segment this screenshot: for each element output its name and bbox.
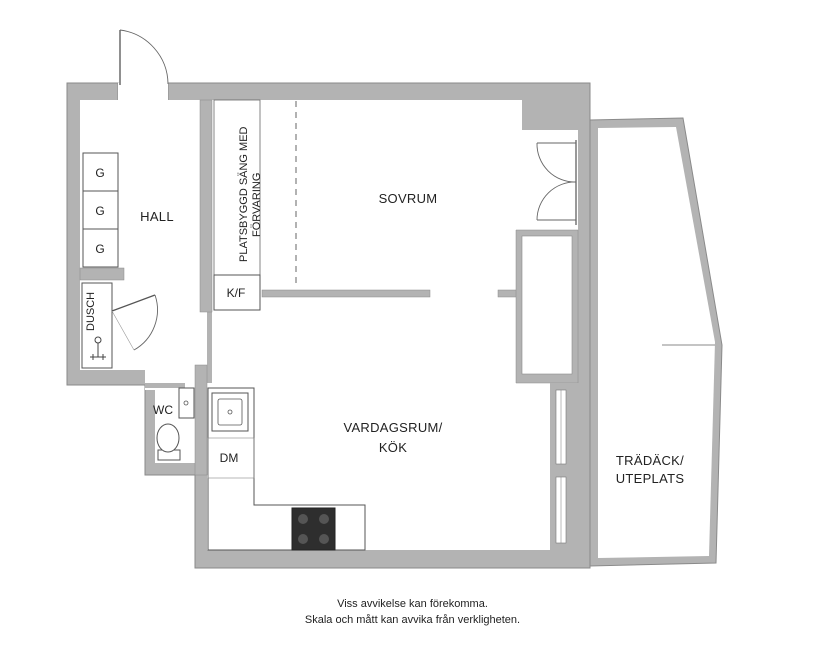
dm-label: DM [220,451,239,465]
toilet-icon [156,423,180,453]
wardrobes: G G G [82,152,119,268]
wardrobe-3[interactable] [82,228,119,268]
terrace-floor [598,127,715,558]
kitchen: DM [207,387,366,551]
wardrobe-2[interactable] [82,190,119,230]
shower-area [81,282,113,369]
vardagsrum-label-line2: KÖK [379,440,407,455]
partition-sovrum-left [261,289,431,298]
disclaimer-line-2: Skala och mått kan avvika från verklighe… [304,614,521,626]
wc-label: WC [153,403,173,417]
stove-burner-icon [298,514,308,524]
terrace-opening [620,292,666,334]
walls [66,82,591,569]
sovrum-label: SOVRUM [379,191,438,206]
wardrobe-label-2: G [95,204,104,218]
bed-label-line2: FÖRVARING [251,173,263,237]
shower: DUSCH [81,282,113,369]
partition-hall-sovrum [199,99,213,313]
stove-burner-icon [319,514,329,524]
hall-label: HALL [140,209,174,224]
built-in-bed: PLATSBYGGD SÄNG MED FÖRVARING K/F [213,99,297,311]
wardrobe-label-1: G [95,166,104,180]
disclaimer-line-1: Viss avvikelse kan förekomma. [337,598,488,610]
dishwasher [207,437,255,479]
wardrobe-label-3: G [95,242,104,256]
bathroom-door[interactable] [111,294,158,351]
wc-sink [178,387,195,419]
wc-sink-drain-icon [183,400,189,406]
tradack-label-line1: TRÄDÄCK/ [616,453,684,468]
partition-hall-dusch [79,267,125,281]
wc-fixtures: WC [153,387,195,461]
terrace [589,117,723,567]
tradack-label-line2: UTEPLATS [616,471,685,486]
shower-mixer-icon [90,343,106,360]
sovrum-floor [207,100,578,550]
kitchen-sink-drain-icon [227,409,233,415]
stove-burner-icon [319,534,329,544]
vardagsrum-label-line1: VARDAGSRUM/ [343,420,442,435]
stove [291,507,336,551]
dusch-label: DUSCH [85,292,97,331]
kf-unit [213,274,261,311]
entrance-door[interactable] [118,29,169,100]
bedroom-closet-doors[interactable] [536,140,577,225]
bed-label-line1: PLATSBYGGD SÄNG MED [238,126,250,262]
stove-burner-icon [298,534,308,544]
kf-label: K/F [227,286,246,300]
partition-wc [194,364,208,476]
